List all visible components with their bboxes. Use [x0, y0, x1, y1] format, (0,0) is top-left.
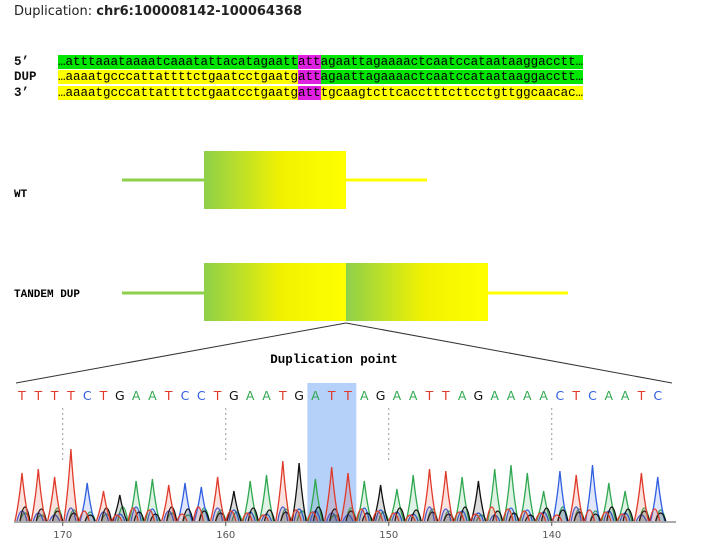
- base-call: G: [474, 388, 484, 403]
- axis-tick-label: 150: [379, 530, 398, 541]
- sequence-text: …atttaaataaaatcaaatattacatagaattattagaat…: [58, 55, 584, 69]
- base-call: C: [197, 388, 206, 403]
- sequence-segment: agaattagaaaactcaatccataataaggacctt…: [320, 70, 584, 84]
- base-call: T: [637, 388, 646, 403]
- sequence-segment: att: [298, 86, 321, 100]
- zoom-line-right: [345, 322, 673, 384]
- sequence-label: 3’: [14, 86, 30, 100]
- axis-tick-label: 160: [216, 530, 235, 541]
- base-call: T: [343, 388, 352, 403]
- dup-segment-box-2: [346, 263, 488, 321]
- sequence-segment: att: [298, 55, 321, 69]
- base-call: A: [621, 388, 630, 403]
- sequence-label: 5’: [14, 55, 30, 69]
- sequence-segment: agaattagaaaactcaatccataataaggacctt…: [320, 55, 584, 69]
- base-call: A: [360, 388, 369, 403]
- highlight-region: [307, 383, 357, 523]
- base-call: T: [99, 388, 108, 403]
- sequence-text: …aaaatgcccattattttctgaatcctgaatgatttgcaa…: [58, 86, 584, 100]
- title-prefix: Duplication:: [14, 4, 93, 19]
- dup-segment-box-1: [204, 263, 346, 321]
- sequence-segment: …atttaaataaaatcaaatattacatagaatt: [58, 55, 299, 69]
- base-call: T: [425, 388, 434, 403]
- base-call: T: [441, 388, 450, 403]
- base-call: T: [278, 388, 287, 403]
- base-call: T: [571, 388, 580, 403]
- sequence-segment: tgcaagtcttcacctttcttcctgttggcaacac…: [320, 86, 584, 100]
- base-call: A: [262, 388, 271, 403]
- base-call: G: [294, 388, 304, 403]
- base-call: A: [409, 388, 418, 403]
- base-call: A: [393, 388, 402, 403]
- base-call: A: [458, 388, 467, 403]
- base-call: A: [311, 388, 320, 403]
- wt-segment-box: [204, 151, 346, 209]
- base-call: C: [588, 388, 597, 403]
- base-call: A: [507, 388, 516, 403]
- base-call: C: [181, 388, 190, 403]
- base-call: T: [164, 388, 173, 403]
- base-call: A: [490, 388, 499, 403]
- title-location: chr6:100008142-100064368: [96, 4, 303, 19]
- zoom-line-left: [15, 322, 347, 384]
- base-call: G: [115, 388, 125, 403]
- sequence-segment: …aaaatgcccattattttctgaatcctgaatg: [58, 70, 299, 84]
- base-call: A: [132, 388, 141, 403]
- sequence-label: DUP: [14, 70, 37, 84]
- base-call: C: [556, 388, 565, 403]
- base-call: T: [327, 388, 336, 403]
- axis-tick-label: 140: [542, 530, 561, 541]
- base-call: T: [17, 388, 26, 403]
- base-call: C: [653, 388, 662, 403]
- base-call: T: [50, 388, 59, 403]
- wt-label: WT: [14, 189, 28, 201]
- page-title: Duplication: chr6:100008142-100064368: [14, 4, 302, 19]
- base-call: C: [83, 388, 92, 403]
- base-call: A: [148, 388, 157, 403]
- axis-tick-label: 170: [53, 530, 72, 541]
- base-call: A: [523, 388, 532, 403]
- base-call: G: [376, 388, 386, 403]
- base-call: T: [213, 388, 222, 403]
- duplication-point-label: Duplication point: [270, 353, 398, 367]
- base-call: T: [66, 388, 75, 403]
- base-call: A: [539, 388, 548, 403]
- base-call: A: [605, 388, 614, 403]
- trace-t: [14, 448, 661, 522]
- sequence-text: …aaaatgcccattattttctgaatcctgaatgattagaat…: [58, 70, 584, 84]
- sequence-segment: att: [298, 70, 321, 84]
- base-call: T: [33, 388, 42, 403]
- base-call: G: [229, 388, 239, 403]
- base-call: A: [246, 388, 255, 403]
- sequence-segment: …aaaatgcccattattttctgaatcctgaatg: [58, 86, 299, 100]
- trace-a: [19, 464, 667, 522]
- tandem-dup-label: TANDEM DUP: [14, 289, 81, 301]
